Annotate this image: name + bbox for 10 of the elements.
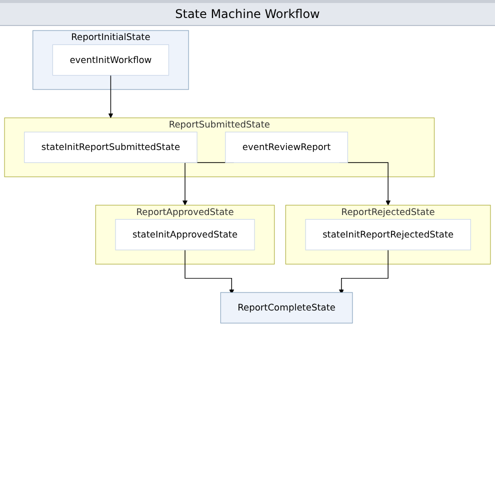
node-box: stateInitApprovedState [115, 219, 255, 250]
arrow [338, 250, 388, 294]
node-box: eventInitWorkflow [52, 44, 169, 76]
node-box: eventReviewReport [225, 132, 348, 163]
title-bar: State Machine Workflow [0, 0, 495, 26]
node-box: ReportCompleteState [220, 292, 353, 324]
node-box: stateInitReportRejectedState [305, 219, 471, 250]
arrow [184, 250, 234, 294]
node-box: stateInitReportSubmittedState [24, 132, 198, 163]
arrow [108, 74, 114, 118]
